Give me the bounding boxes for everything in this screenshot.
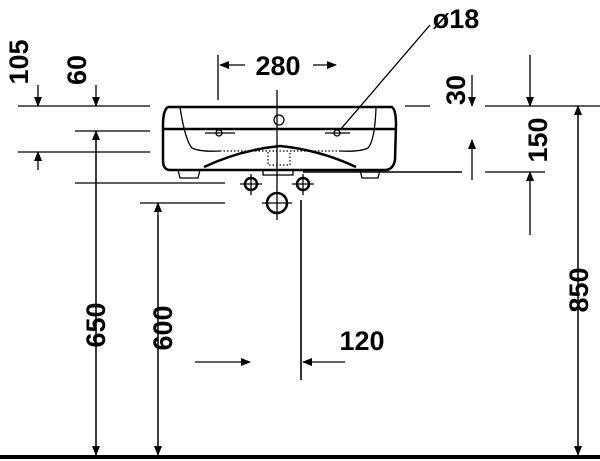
dim-60: 60 [62,55,92,85]
dim-120: 120 [339,326,384,356]
dim-600: 600 [148,305,178,350]
washbasin-side-view [161,105,398,179]
dim-850: 850 [564,267,594,312]
dim-30: 30 [441,75,471,105]
trap-connections [240,174,314,215]
dim-650: 650 [81,302,111,347]
dim-diameter-18: ø18 [433,4,480,34]
dim-105: 105 [4,39,34,84]
dim-150: 150 [523,117,553,162]
dimension-arrows [34,24,582,456]
dim-280: 280 [255,51,300,81]
